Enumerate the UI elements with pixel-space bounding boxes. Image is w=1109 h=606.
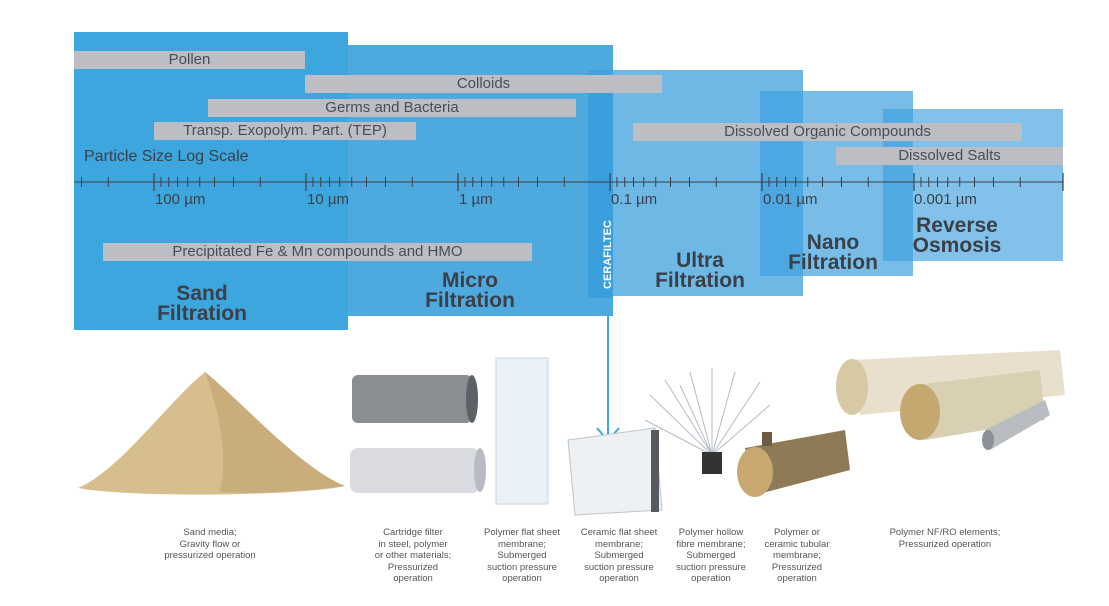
band-dissolved-salts: Dissolved Salts [836, 147, 1063, 165]
method-line1: Reverse [916, 214, 998, 237]
cartridge-filter-image [350, 375, 486, 493]
caption-nf-ro-elements: Polymer NF/RO elements; Pressurized oper… [889, 527, 1001, 550]
band-dissolved-organic: Dissolved Organic Compounds [633, 123, 1022, 141]
cerafiltec-arrow [596, 316, 620, 443]
axis-label: Particle Size Log Scale [84, 148, 249, 165]
method-line2: Filtration [425, 289, 515, 312]
sand-filtration-region [74, 32, 348, 330]
band-colloids: Colloids [305, 75, 662, 93]
band-tep: Transp. Exopolym. Part. (TEP) [154, 122, 416, 140]
caption-polymer-hollow-fibre: Polymer hollow fibre membrane; Submerged… [676, 527, 746, 584]
method-line1: Sand [176, 282, 228, 305]
hollow-fibre-image [644, 368, 771, 474]
method-line2: Filtration [655, 269, 745, 292]
method-line2: Osmosis [912, 234, 1002, 257]
band-pollen: Pollen [74, 51, 305, 69]
tick-label-1um: 1 µm [459, 191, 493, 208]
tick-label-100um: 100 µm [155, 191, 206, 208]
method-line2: Filtration [157, 302, 247, 325]
tick-label-0.01um: 0.01 µm [763, 191, 818, 208]
method-line1: Micro [441, 269, 498, 292]
caption-sand-media: Sand media; Gravity flow or pressurized … [164, 527, 256, 561]
caption-tubular-membrane: Polymer or ceramic tubular membrane; Pre… [764, 527, 830, 584]
polymer-flat-sheet-image [495, 357, 549, 505]
cerafiltec-strip [588, 80, 613, 298]
caption-polymer-flat-sheet: Polymer flat sheet membrane; Submerged s… [483, 527, 561, 584]
caption-ceramic-flat-sheet: Ceramic flat sheet membrane; Submerged s… [580, 527, 658, 584]
nf-ro-elements-image [836, 350, 1065, 450]
method-line2: Filtration [788, 251, 878, 274]
method-line1: Ultra [676, 249, 724, 272]
caption-cartridge-filter: Cartridge filter in steel, polymer or ot… [374, 527, 452, 584]
band-precipitated-fe-mn: Precipitated Fe & Mn compounds and HMO [103, 243, 532, 261]
method-line1: Nano [806, 231, 860, 254]
tick-label-0.001um: 0.001 µm [914, 191, 977, 208]
band-germs-bacteria: Germs and Bacteria [208, 99, 576, 117]
sand-pile-image [78, 372, 345, 495]
tubular-membrane-image [737, 430, 850, 497]
tick-label-0.1um: 0.1 µm [611, 191, 658, 208]
tick-label-10um: 10 µm [307, 191, 349, 208]
ceramic-flat-sheet-image [567, 427, 663, 516]
